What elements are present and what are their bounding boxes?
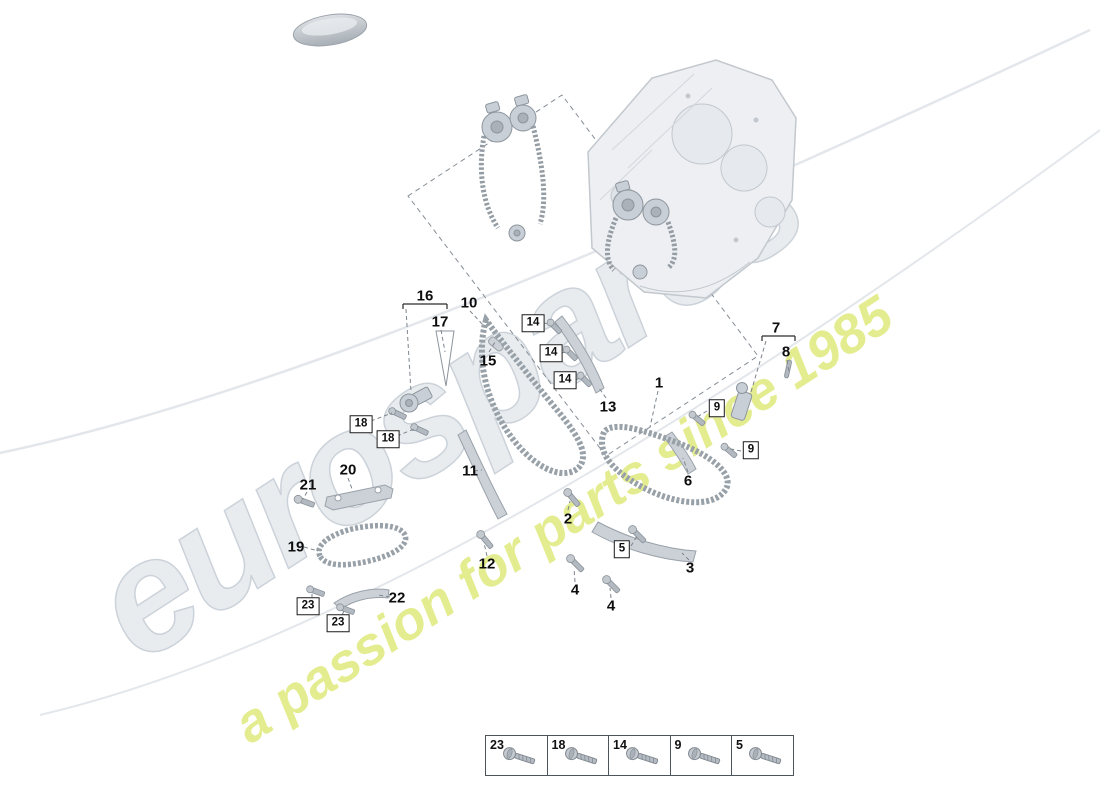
callout-10[interactable]: 10 xyxy=(460,294,478,312)
camshaft-adjusters-right xyxy=(605,180,678,280)
legend-item-number: 23 xyxy=(490,738,504,752)
legend-item-9[interactable]: 9 xyxy=(669,735,733,776)
callout-16[interactable]: 16 xyxy=(416,287,434,305)
legend-item-14[interactable]: 14 xyxy=(608,735,671,776)
bracket-20-hole xyxy=(374,486,382,494)
legend-item-23[interactable]: 23 xyxy=(485,735,548,776)
guide-rail-22 xyxy=(333,588,390,610)
callout-14-a[interactable]: 14 xyxy=(521,314,545,332)
callout-20[interactable]: 20 xyxy=(339,461,357,479)
callout-9-a[interactable]: 9 xyxy=(708,399,726,417)
callout-12[interactable]: 12 xyxy=(478,555,496,573)
fastener-bolts xyxy=(293,318,738,615)
fastener-legend: 23 18 14 9 5 xyxy=(485,735,794,776)
legend-item-number: 18 xyxy=(551,738,566,752)
screw-icon xyxy=(503,747,536,765)
watermark: eurospares a passion for parts since 198… xyxy=(0,28,1100,755)
callout-19[interactable]: 19 xyxy=(287,538,305,556)
callout-22[interactable]: 22 xyxy=(388,589,406,607)
timing-chain-10 xyxy=(478,313,587,477)
legend-item-5[interactable]: 5 xyxy=(731,735,794,776)
engine-block xyxy=(587,59,797,299)
callout-18-a[interactable]: 18 xyxy=(349,415,373,433)
legend-item-18[interactable]: 18 xyxy=(546,735,610,776)
bracket-20-hole xyxy=(334,494,342,502)
leader-lines xyxy=(302,303,796,616)
screw-icon xyxy=(749,747,782,765)
callout-14-c[interactable]: 14 xyxy=(553,371,577,389)
chain-tensioner-7 xyxy=(730,382,753,421)
legend-item-number: 5 xyxy=(736,738,743,752)
callout-3[interactable]: 3 xyxy=(685,559,695,577)
callout-4-a[interactable]: 4 xyxy=(570,581,580,599)
guide-rail-13 xyxy=(554,315,605,394)
callout-13[interactable]: 13 xyxy=(599,398,617,416)
screw-icon xyxy=(564,747,597,765)
vvt-actuator-16 xyxy=(399,386,433,413)
oil-pump-chain-19 xyxy=(316,522,409,568)
callout-23-a[interactable]: 23 xyxy=(296,597,320,615)
callout-18-b[interactable]: 18 xyxy=(376,430,400,448)
callout-4-b[interactable]: 4 xyxy=(606,597,616,615)
cover-cap xyxy=(292,13,368,47)
timing-chain-1 xyxy=(599,423,731,506)
callout-15[interactable]: 15 xyxy=(479,352,497,370)
callout-9-b[interactable]: 9 xyxy=(742,441,760,459)
callout-8[interactable]: 8 xyxy=(781,343,791,361)
camshaft-adjusters-left xyxy=(478,94,547,242)
screw-icon xyxy=(626,747,659,765)
callout-5[interactable]: 5 xyxy=(613,540,631,558)
tensioner-funnel-17 xyxy=(435,330,455,387)
callout-1[interactable]: 1 xyxy=(654,374,664,392)
assembly-outline xyxy=(407,94,759,457)
callout-17[interactable]: 17 xyxy=(431,313,449,331)
callout-23-b[interactable]: 23 xyxy=(326,614,350,632)
legend-item-number: 14 xyxy=(613,738,627,752)
guide-rail-11 xyxy=(457,429,508,520)
callout-7[interactable]: 7 xyxy=(771,319,781,337)
callout-6[interactable]: 6 xyxy=(683,472,693,490)
callout-2[interactable]: 2 xyxy=(563,510,573,528)
callout-11[interactable]: 11 xyxy=(462,462,478,480)
legend-item-number: 9 xyxy=(674,738,682,752)
callout-14-b[interactable]: 14 xyxy=(539,344,563,362)
callout-21[interactable]: 21 xyxy=(299,476,317,494)
screw-icon xyxy=(687,747,720,765)
